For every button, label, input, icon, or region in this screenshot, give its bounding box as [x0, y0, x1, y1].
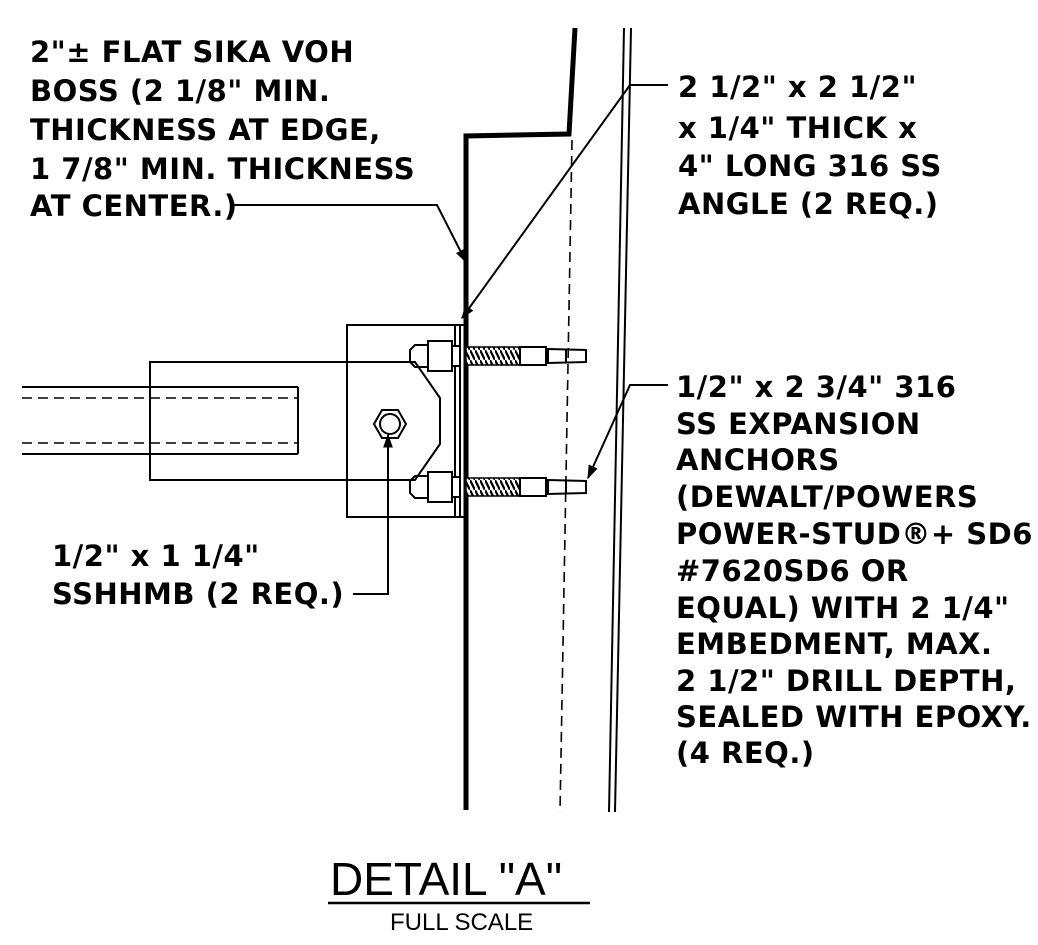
leader-anchors [587, 384, 668, 480]
hex-bolt [372, 409, 408, 439]
leader-angle [461, 84, 668, 320]
anchor-bottom [409, 471, 587, 503]
anchor-top [409, 340, 587, 372]
note-boss: 2"± FLAT SIKA VOH BOSS (2 1/8" MIN. THIC… [30, 35, 426, 223]
embedment-line [559, 139, 573, 813]
bracket-plate [149, 361, 441, 481]
note-angle: 2 1/2" x 2 1/2" x 1/4" THICK x 4" LONG 3… [678, 70, 952, 221]
wall-outline [463, 27, 578, 810]
leader-bolt [353, 433, 393, 595]
detail-scale: FULL SCALE [390, 909, 533, 936]
note-anchors: 1/2" x 2 3/4" 316 SS EXPANSION ANCHORS (… [676, 370, 1038, 770]
angle-plate [346, 324, 466, 518]
wall-far-face [608, 27, 632, 813]
leader-boss [230, 204, 467, 264]
note-bolt: 1/2" x 1 1/4" SSHHMB (2 REQ.) [52, 539, 344, 611]
tube-member [22, 386, 299, 455]
detail-title: DETAIL "A" [330, 853, 562, 905]
